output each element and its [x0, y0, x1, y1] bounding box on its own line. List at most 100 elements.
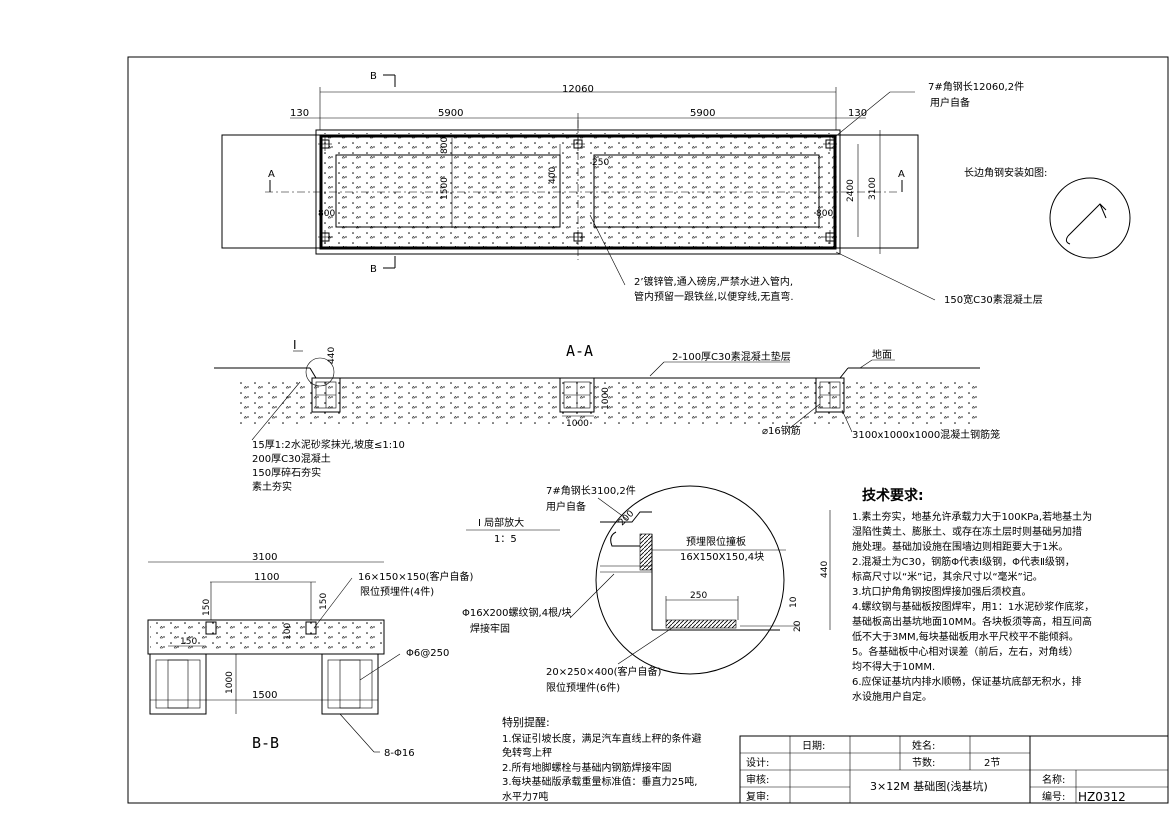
bb-rebar-ring: Φ6@250	[406, 648, 449, 659]
bb-dim-3100: 3100	[252, 552, 277, 563]
embed-note-2: 限位预埋件(6件)	[546, 681, 620, 694]
layer-2: 200厚C30混凝土	[252, 452, 331, 465]
detail-i-title: I 局部放大	[478, 516, 524, 529]
title-block: 日期: 姓名: 设计: 节数: 2节 审核: 复审: 3×12M 基础图(浅基坑…	[739, 735, 1169, 804]
tech-line: 6.应保证基坑内排水顺畅，保证基坑底部无积水，排	[852, 675, 1082, 688]
tech-title: 技术要求:	[862, 487, 924, 504]
dim-250: 250	[592, 158, 609, 168]
layer-3: 150厚碎石夯实	[252, 466, 321, 479]
section-b-top: B	[370, 71, 377, 82]
tb-code-value: HZ0312	[1078, 790, 1126, 804]
tb-drawing-title: 3×12M 基础图(浅基坑)	[870, 779, 988, 793]
bb-dim-1100: 1100	[254, 572, 279, 583]
dim-3100: 3100	[868, 177, 878, 200]
bb-slab	[147, 619, 385, 655]
section-bb: 3100 1100 150 150 100 150 1500 1000 16×1…	[147, 552, 474, 759]
detail-dim-200: 200	[617, 509, 636, 528]
bb-dim-150-a: 150	[202, 599, 212, 616]
cage-note: 3100x1000x1000混凝土钢筋笼	[852, 428, 1000, 441]
tb-design-label: 设计:	[746, 756, 769, 769]
note-pipe-2: 管内预留一跟铁丝,以便穿线,无直弯.	[634, 290, 794, 303]
detail-dim-20: 20	[793, 620, 803, 632]
plate-note-2: 16X150X150,4块	[680, 551, 764, 563]
detail-i: I 局部放大 1：5 7#角钢长3100,2件 用户自备 200 预埋限位撞板 …	[462, 484, 831, 694]
note-concrete-layer: 150宽C30素混凝土层	[944, 293, 1043, 306]
tb-title-label: 名称:	[1042, 773, 1065, 786]
dim-800-top: 800	[440, 137, 450, 154]
long-edge-note: 长边角钢安装如图:	[964, 166, 1047, 179]
section-a-right: A	[898, 169, 905, 180]
detail-dim-10: 10	[789, 596, 799, 608]
bb-rebar-main: 8-Φ16	[384, 748, 415, 759]
dim-half-right: 5900	[690, 108, 715, 119]
tech-line: 1.素土夯实，地基允许承载力大于100KPa,若地基土为	[852, 510, 1092, 523]
bb-embed-note-2: 限位预埋件(4件)	[360, 585, 434, 598]
tech-line: 湿陷性黄土、膨胀土、或存在冻土层时则基础另加措	[852, 525, 1082, 538]
special-line: 1.保证引坡长度，满足汽车直线上秤的条件避	[502, 732, 702, 745]
tb-section-label: 节数:	[912, 756, 935, 769]
dim-half-left: 5900	[438, 108, 463, 119]
ground-label: 地面	[872, 348, 892, 361]
section-a-left: A	[268, 169, 275, 180]
bb-column-left	[149, 653, 207, 715]
tb-code-label: 编号:	[1042, 790, 1065, 803]
dim-total: 12060	[562, 84, 594, 95]
dim-1000-v: 1000	[601, 387, 611, 410]
bolt-note-1: Φ16X200螺纹钢,4根/块	[462, 606, 571, 619]
note-angle-steel: 7#角钢长12060,2件	[928, 80, 1024, 93]
special-line: 2.所有地脚螺栓与基础内钢筋焊接牢固	[502, 761, 672, 774]
embed-note-1: 20×250×400(客户自备)	[546, 665, 662, 678]
tech-line: 均不得大于10MM.	[852, 660, 935, 673]
bb-embed-note-1: 16×150×150(客户自备)	[358, 570, 474, 583]
tb-recheck-label: 复审:	[746, 790, 769, 803]
tb-section-value: 2节	[984, 757, 1000, 769]
special-notes: 特别提醒: 1.保证引坡长度，满足汽车直线上秤的条件避 免转弯上秤 2.所有地脚…	[502, 715, 702, 803]
note-angle-steel-user: 用户自备	[930, 96, 970, 109]
section-aa: A-A I 440 1000 1000 2-100厚C30素混凝土垫层	[214, 338, 1000, 493]
dim-440-aa: 440	[327, 347, 337, 364]
cage-middle	[559, 377, 595, 413]
section-bb-title: B-B	[252, 734, 279, 752]
tech-requirements: 技术要求: 1.素土夯实，地基允许承载力大于100KPa,若地基土为 湿陷性黄土…	[852, 487, 1094, 703]
detail-i-circle	[595, 485, 785, 675]
detail-angle-note-2: 用户自备	[546, 500, 586, 513]
tech-line: 水设施用户自定。	[852, 690, 932, 703]
bolt-note-2: 焊接牢固	[470, 622, 510, 635]
plan-view: 12060 130 130 5900 5900 B B A A 800 1500…	[221, 71, 1131, 306]
cushion-note: 2-100厚C30素混凝土垫层	[672, 350, 791, 363]
platform-right	[593, 154, 820, 228]
special-line: 水平力7吨	[502, 790, 548, 803]
bb-column-right	[321, 653, 379, 715]
tech-line: 5。各基础板中心相对误差（前后，左右，对角线）	[852, 645, 1078, 658]
bolt-markers	[318, 137, 837, 244]
dim-800-right: 800	[816, 209, 833, 219]
detail-i-mark: I	[293, 338, 297, 352]
dim-right-end: 130	[848, 108, 867, 119]
bb-dim-1500: 1500	[252, 690, 277, 701]
cage-right	[815, 377, 845, 413]
note-pipe-1: 2’镀锌管,通入磅房,严禁水进入管内,	[634, 275, 793, 288]
sheet-border	[127, 56, 1169, 804]
dim-2400: 2400	[846, 179, 856, 202]
tech-line: 低不大于3MM,每块基础板用水平尺校平不能倾斜。	[852, 630, 1079, 643]
tech-line: 基础板高出基坑地面10MM。各块板须等高，相互间高	[852, 615, 1092, 628]
dim-1000-h: 1000	[566, 419, 589, 429]
tech-line: 4.螺纹钢与基础板按图焊牢，用1：1水泥砂浆作底浆，	[852, 600, 1094, 613]
dim-400: 400	[548, 167, 558, 184]
detail-i-scale: 1：5	[494, 534, 517, 545]
bb-dim-1000: 1000	[225, 671, 235, 694]
bb-dim-150-b: 150	[319, 593, 329, 610]
section-b-bottom: B	[370, 264, 377, 275]
rebar-note: ⌀16钢筋	[762, 424, 801, 437]
tech-line: 标高尺寸以“米”记，其余尺寸以“毫米”记。	[852, 570, 1043, 583]
section-aa-title: A-A	[566, 342, 593, 360]
dim-1500: 1500	[440, 177, 450, 200]
bb-dim-150-c: 150	[180, 637, 197, 647]
special-line: 免转弯上秤	[502, 746, 552, 759]
detail-dim-440: 440	[820, 561, 830, 578]
tech-line: 2.混凝土为C30，钢筋Φ代表Ⅰ级钢，Φ代表Ⅱ级钢，	[852, 555, 1075, 568]
detail-i-callout	[305, 357, 335, 387]
tb-review-label: 审核:	[746, 773, 769, 786]
